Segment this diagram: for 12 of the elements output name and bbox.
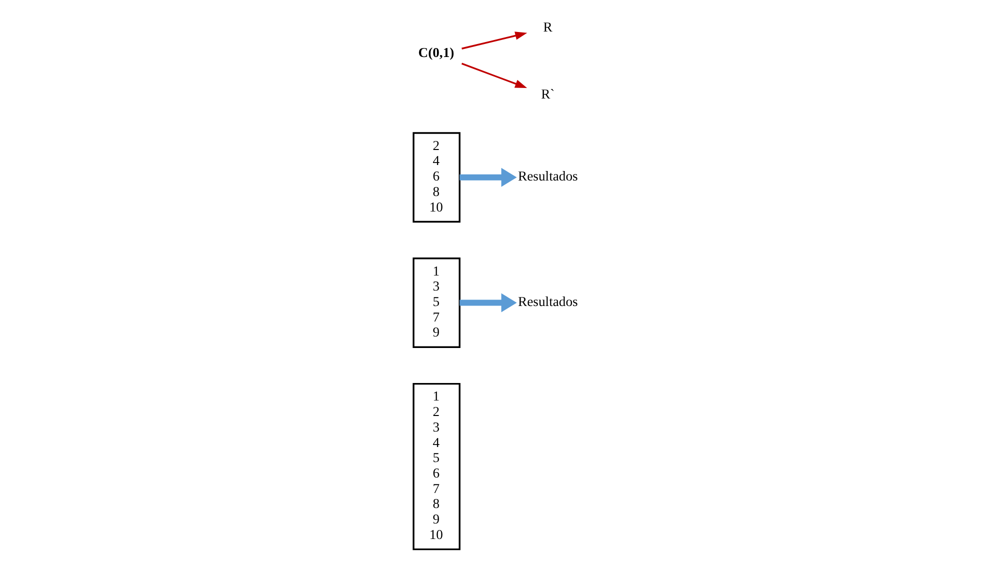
node-text: Resultados <box>518 294 578 309</box>
arrow <box>460 62 527 88</box>
arrow <box>459 293 516 312</box>
node-text: Resultados <box>518 168 578 184</box>
node-box: 1 3 5 7 9 <box>412 258 460 348</box>
node-text: R <box>542 19 552 34</box>
arrow <box>461 32 527 50</box>
arrow <box>459 168 516 187</box>
node-text: C(0,1) <box>418 44 454 60</box>
node-text: R` <box>540 86 554 102</box>
node-box: 1 2 3 4 5 6 7 8 9 10 <box>412 382 460 550</box>
node-box: 2 4 6 8 10 <box>412 132 460 223</box>
